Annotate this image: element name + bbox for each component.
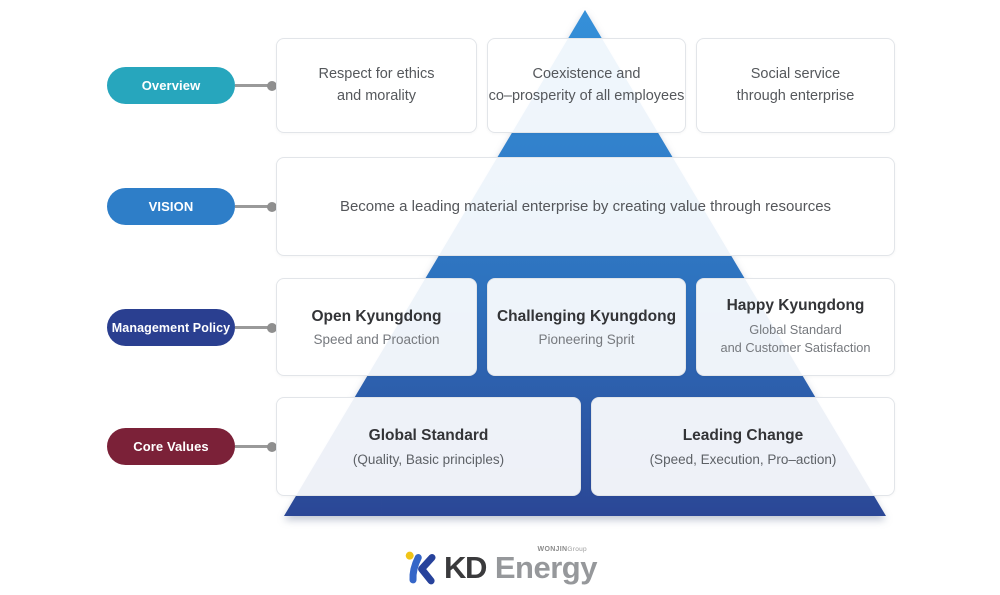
overview-box-coexistence: Coexistence and co–prosperity of all emp… xyxy=(487,38,686,133)
overview-box-social-service: Social service through enterprise xyxy=(696,38,895,133)
kd-energy-logo: KD Energy WONJINGroup xyxy=(403,546,597,590)
connector-line xyxy=(235,80,277,91)
box-subtitle: Pioneering Sprit xyxy=(538,331,635,347)
box-title: Happy Kyungdong xyxy=(726,297,865,315)
overview-box-ethics: Respect for ethics and morality xyxy=(276,38,477,133)
pill-vision: VISION xyxy=(107,188,235,225)
vision-box: Become a leading material enterprise by … xyxy=(276,157,895,256)
logo-kd-text: KD xyxy=(444,550,487,585)
vision-statement: Become a leading material enterprise by … xyxy=(339,198,832,215)
box-text: Social service through enterprise xyxy=(736,66,855,104)
pill-core-values: Core Values xyxy=(107,428,235,465)
policy-box-challenging: Challenging Kyungdong Pioneering Sprit xyxy=(487,278,686,376)
connector-dot xyxy=(267,80,277,91)
kd-logo-k-icon xyxy=(405,551,436,585)
connector-dot xyxy=(267,322,277,333)
corevalue-box-global-standard: Global Standard (Quality, Basic principl… xyxy=(276,397,581,496)
box-text: Coexistence and co–prosperity of all emp… xyxy=(488,66,685,104)
box-title: Global Standard xyxy=(368,426,489,444)
connector-line xyxy=(235,201,277,212)
connector-dot xyxy=(267,201,277,212)
box-subtitle: (Speed, Execution, Pro–action) xyxy=(649,451,837,467)
connector-line xyxy=(235,441,277,452)
corevalue-box-leading-change: Leading Change (Speed, Execution, Pro–ac… xyxy=(591,397,895,496)
connector-dot xyxy=(267,441,277,452)
logo-energy-text: Energy xyxy=(494,550,598,585)
policy-box-happy: Happy Kyungdong Global Standard and Cust… xyxy=(696,278,895,376)
box-title: Leading Change xyxy=(682,426,804,444)
connector-line xyxy=(235,322,277,333)
box-subtitle: Speed and Proaction xyxy=(313,331,440,347)
box-subtitle: Global Standard and Customer Satisfactio… xyxy=(720,322,871,355)
box-title: Challenging Kyungdong xyxy=(496,307,677,325)
policy-box-open: Open Kyungdong Speed and Proaction xyxy=(276,278,477,376)
logo-group-text: WONJINGroup xyxy=(537,546,587,553)
box-title: Open Kyungdong xyxy=(311,307,442,325)
box-subtitle: (Quality, Basic principles) xyxy=(352,451,505,467)
pill-management-policy: Management Policy xyxy=(107,309,235,346)
pill-overview: Overview xyxy=(107,67,235,104)
box-text: Respect for ethics and morality xyxy=(318,66,435,104)
